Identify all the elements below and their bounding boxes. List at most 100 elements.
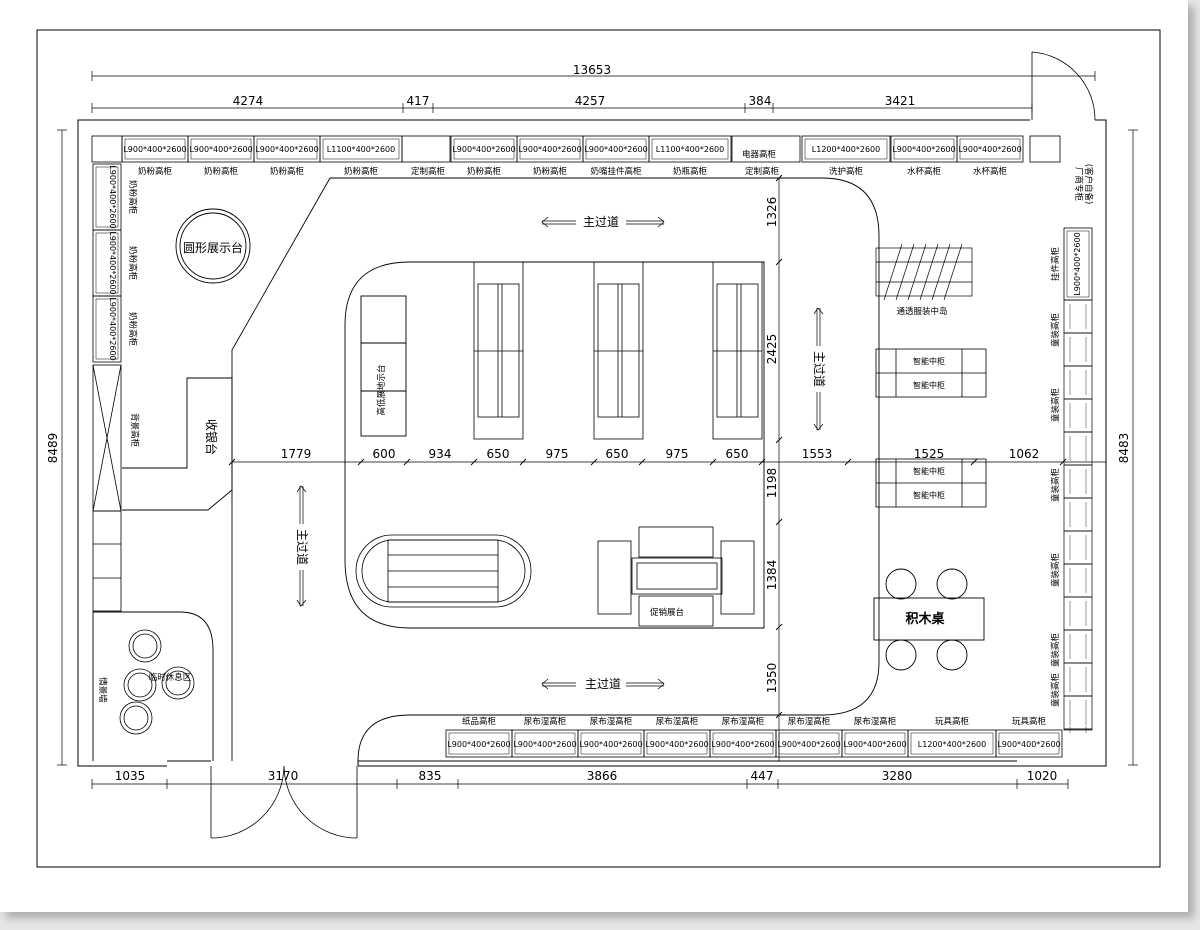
right-cabinet-label: 童装高柜 xyxy=(1050,468,1061,503)
left-back-cabinet xyxy=(92,364,122,612)
lego-table-label: 积木桌 xyxy=(905,611,945,627)
cashier-desk[interactable] xyxy=(122,377,233,511)
top-cabinet[interactable]: L900*400*2600 奶粉高柜 xyxy=(121,135,189,177)
bottom-cabinet-label: 尿布湿高柜 xyxy=(524,716,567,727)
floor-display-label: 高低展地示台 xyxy=(376,364,387,415)
right-cabinet-label: 童装高柜 xyxy=(1050,388,1061,423)
entrance-doors[interactable] xyxy=(210,765,358,839)
bottom-cabinet[interactable]: L900*400*2600 尿布湿高柜 xyxy=(511,716,579,758)
dim-bottom-6: 3280 xyxy=(882,769,913,783)
cashier-label: 收银台 xyxy=(204,419,219,455)
bottom-cabinet-label: 尿布湿高柜 xyxy=(854,716,897,727)
dim-top-5: 3421 xyxy=(885,94,916,108)
bottom-cabinet-label: 尿布湿高柜 xyxy=(656,716,699,727)
dim-center-horizontal: 975 xyxy=(546,447,569,461)
door-top-right[interactable] xyxy=(1031,51,1096,121)
electric-cabinet-label: 电器高柜 xyxy=(742,149,777,160)
bottom-cabinet-size: L900*400*2600 xyxy=(513,740,576,749)
bottom-cabinet[interactable]: L900*400*2600 尿布湿高柜 xyxy=(643,716,711,758)
smart-cabinet-lower[interactable] xyxy=(875,458,987,508)
central-shelf[interactable] xyxy=(473,261,524,440)
dim-total-width: 13653 xyxy=(573,63,611,77)
rest-area xyxy=(92,611,214,761)
drawing-sheet: 13653 4274 417 4257 384 3421 1035 3170 8… xyxy=(0,0,1188,912)
left-cabinet[interactable]: L900*400*2600 奶粉高柜 xyxy=(92,295,138,363)
dim-center-horizontal: 975 xyxy=(666,447,689,461)
central-shelf[interactable] xyxy=(712,261,763,440)
aisle-label-top: 主过道 xyxy=(583,215,619,229)
dim-top-1: 4274 xyxy=(233,94,264,108)
central-shelf[interactable] xyxy=(593,261,644,440)
left-cabinet-size: L900*400*2600 xyxy=(108,297,117,360)
aisle-label-left: 主过道 xyxy=(295,529,309,565)
smart-cabinet-upper[interactable] xyxy=(875,348,987,398)
top-cabinet-label: 奶粉高柜 xyxy=(270,166,305,177)
custom-cabinet-2-label: 定制高柜 xyxy=(745,166,780,177)
clothing-island[interactable] xyxy=(875,243,973,301)
dim-center-vertical: 2425 xyxy=(765,334,779,365)
right-cabinet-size: L900*400*2600 xyxy=(1073,232,1082,295)
top-cabinet-size: L900*400*2600 xyxy=(255,145,318,154)
bottom-cabinet-size: L900*400*2600 xyxy=(645,740,708,749)
dim-center-horizontal: 650 xyxy=(726,447,749,461)
top-cabinet-label: 水杯高柜 xyxy=(973,166,1008,177)
left-cabinet-size: L900*400*2600 xyxy=(108,231,117,294)
top-cabinet-label: 奶粉高柜 xyxy=(138,166,173,177)
top-cabinet-label: 洗护高柜 xyxy=(829,166,864,177)
aisle-label-bottom: 主过道 xyxy=(585,677,621,691)
top-cabinet-size: L900*400*2600 xyxy=(189,145,252,154)
top-cabinet-size: L900*400*2600 xyxy=(123,145,186,154)
bottom-cabinet[interactable]: L900*400*2600 尿布湿高柜 xyxy=(841,716,909,758)
promo-table[interactable] xyxy=(597,526,755,627)
bottom-cabinet-label: 尿布湿高柜 xyxy=(722,716,765,727)
bottom-cabinet-label: 玩具高柜 xyxy=(1012,716,1047,727)
floor-display[interactable] xyxy=(360,295,407,437)
top-cabinet[interactable]: L900*400*2600 奶粉高柜 xyxy=(253,135,321,177)
dim-center-horizontal: 1525 xyxy=(914,447,945,461)
dim-top-4: 384 xyxy=(749,94,772,108)
dim-bottom-7: 1020 xyxy=(1027,769,1058,783)
bottom-cabinet-label: 尿布湿高柜 xyxy=(590,716,633,727)
dim-bottom-3: 835 xyxy=(419,769,442,783)
right-cabinet-label: 童装高柜 xyxy=(1050,313,1061,348)
right-cabinet-stack[interactable] xyxy=(1063,299,1093,733)
round-display[interactable] xyxy=(175,208,251,284)
bottom-cabinet-size: L900*400*2600 xyxy=(447,740,510,749)
top-misc xyxy=(91,135,1061,163)
top-cabinet-row: L900*400*2600 奶粉高柜 L900*400*2600 奶粉高柜 L900*4… xyxy=(121,135,1024,177)
bottom-cabinet-size: L900*400*2600 xyxy=(843,740,906,749)
top-cabinet-size: L900*400*2600 xyxy=(452,145,515,154)
rest-chairs[interactable] xyxy=(119,629,195,735)
central-island xyxy=(344,261,765,629)
left-cabinet[interactable]: L900*400*2600 奶粉高柜 xyxy=(92,229,138,297)
lego-table[interactable] xyxy=(873,568,985,671)
right-cabinet-label: 童装高柜 xyxy=(1050,673,1061,708)
promo-label: 促销展台 xyxy=(650,607,684,618)
right-cabinet-column: L900*400*2600挂件高柜童装高柜童装高柜童装高柜童装高柜童装高柜童装高… xyxy=(1050,227,1093,733)
left-cabinet-label: 奶粉高柜 xyxy=(127,246,138,281)
aisle-arrows xyxy=(296,216,824,690)
dim-center-horizontal: 934 xyxy=(429,447,452,461)
brand-sub-label: (客户自备) xyxy=(1083,164,1094,205)
top-cabinet-label: 水杯高柜 xyxy=(907,166,942,177)
oval-display[interactable] xyxy=(355,534,532,608)
left-cabinet-label: 奶粉高柜 xyxy=(127,312,138,347)
